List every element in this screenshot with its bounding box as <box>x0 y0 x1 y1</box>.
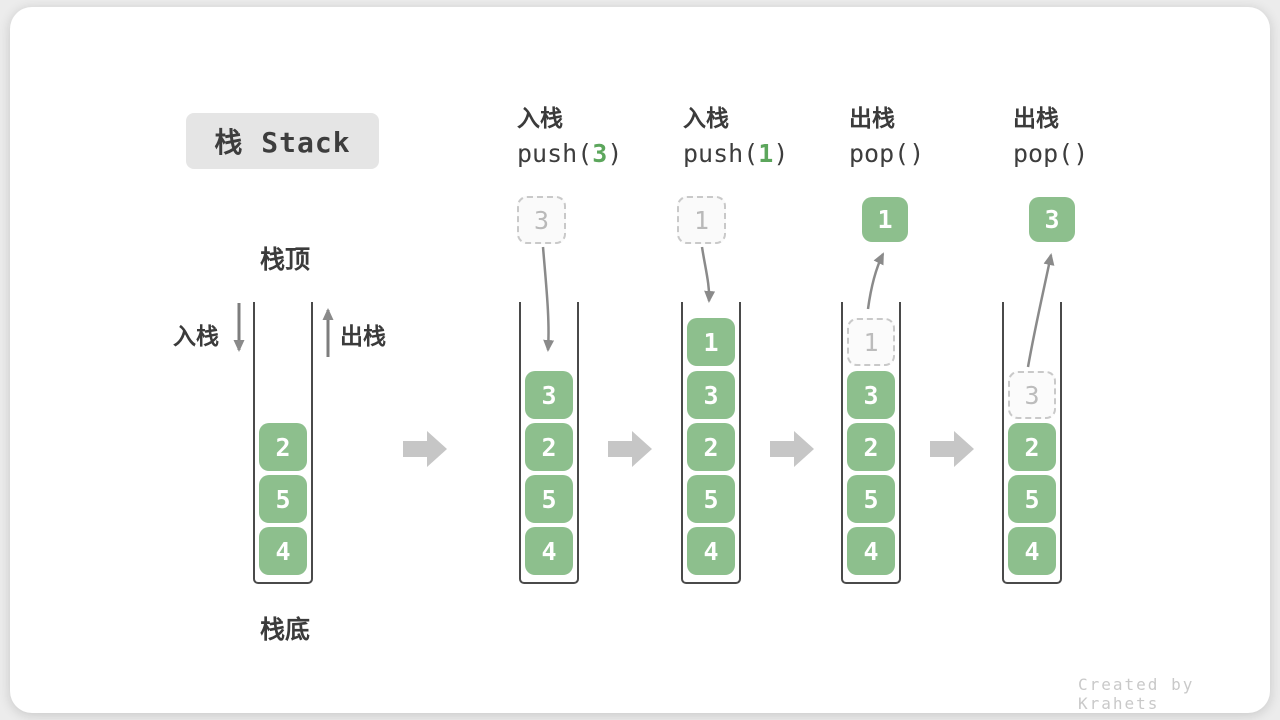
op-caption-push-3: 入栈 push(3) <box>517 102 687 172</box>
stack-container-5 <box>1002 302 1062 584</box>
op-label: 出栈 <box>849 106 895 132</box>
op-label: 入栈 <box>683 106 729 132</box>
stack-cell: 5 <box>687 475 735 523</box>
incoming-value-cell: 1 <box>677 196 726 244</box>
push-side-label: 入栈 <box>173 324 219 350</box>
op-code: push(1) <box>683 136 853 172</box>
op-caption-pop-2: 出栈 pop() <box>1013 102 1183 172</box>
ghost-cell: 3 <box>1008 371 1056 419</box>
stack-cell: 2 <box>259 423 307 471</box>
outgoing-value-cell: 3 <box>1029 197 1075 242</box>
title-badge: 栈 Stack <box>186 113 379 169</box>
stack-container-4 <box>841 302 901 584</box>
stack-cell: 4 <box>525 527 573 575</box>
stack-cell: 5 <box>847 475 895 523</box>
stack-cell: 4 <box>847 527 895 575</box>
incoming-value-cell: 3 <box>517 196 566 244</box>
outgoing-value-cell: 1 <box>862 197 908 242</box>
code-post: ) <box>1073 139 1089 168</box>
stack-cell: 4 <box>259 527 307 575</box>
op-code: pop() <box>1013 136 1183 172</box>
pop-side-label: 出栈 <box>340 324 386 350</box>
stack-cell: 4 <box>687 527 735 575</box>
op-caption-push-1: 入栈 push(1) <box>683 102 853 172</box>
stack-cell: 4 <box>1008 527 1056 575</box>
op-code: push(3) <box>517 136 687 172</box>
stack-cell: 5 <box>525 475 573 523</box>
code-post: ) <box>909 139 925 168</box>
stack-cell: 2 <box>1008 423 1056 471</box>
code-pre: pop( <box>849 139 910 168</box>
stack-cell: 3 <box>525 371 573 419</box>
stack-cell: 5 <box>259 475 307 523</box>
code-arg: 3 <box>592 139 608 168</box>
stack-cell: 2 <box>687 423 735 471</box>
stack-cell: 2 <box>525 423 573 471</box>
watermark: Created by Krahets <box>1078 675 1195 713</box>
code-post: ) <box>607 139 623 168</box>
stack-cell: 3 <box>687 371 735 419</box>
stack-top-label: 栈顶 <box>259 245 310 274</box>
page-title: 栈 Stack <box>214 126 351 159</box>
code-pre: push( <box>517 139 593 168</box>
ghost-cell: 1 <box>847 318 895 366</box>
stack-cell: 5 <box>1008 475 1056 523</box>
op-label: 出栈 <box>1013 106 1059 132</box>
code-arg: 1 <box>758 139 774 168</box>
stack-cell: 1 <box>687 318 735 366</box>
op-label: 入栈 <box>517 106 563 132</box>
stack-cell: 3 <box>847 371 895 419</box>
op-caption-pop-1: 出栈 pop() <box>849 102 1019 172</box>
stack-bottom-label: 栈底 <box>259 615 310 644</box>
stack-container-3 <box>681 302 741 584</box>
op-code: pop() <box>849 136 1019 172</box>
code-pre: pop( <box>1013 139 1074 168</box>
stack-container-1 <box>253 302 313 584</box>
code-pre: push( <box>683 139 759 168</box>
stack-cell: 2 <box>847 423 895 471</box>
code-post: ) <box>773 139 789 168</box>
stack-container-2 <box>519 302 579 584</box>
